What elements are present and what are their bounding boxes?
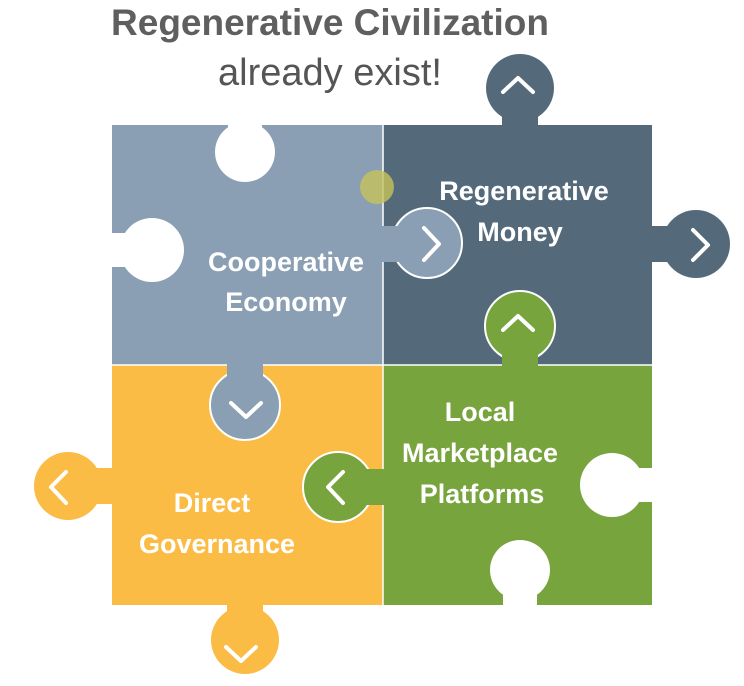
cooperative-label-line2: Economy — [225, 287, 347, 317]
money-label-line1: Regenerative — [439, 176, 609, 206]
marketplace-label-line3: Platforms — [420, 479, 545, 509]
money-label-line2: Money — [477, 217, 563, 247]
marketplace-label-line1: Local — [445, 397, 516, 427]
chevron-down-icon — [229, 401, 263, 419]
diagram-subtitle: already exist! — [218, 52, 442, 94]
chevron-up-icon — [501, 314, 535, 332]
tab-governance-left — [34, 452, 115, 520]
cooperative-label-line1: Cooperative — [208, 247, 364, 277]
tab-money-right — [645, 210, 730, 278]
governance-label-line1: Direct — [174, 488, 251, 518]
tab-governance-bottom — [211, 600, 279, 674]
puzzle-holes — [108, 120, 656, 610]
diagram-title: Regenerative Civilization — [111, 2, 549, 43]
chevron-right-icon — [422, 226, 441, 262]
cursor-highlight — [360, 170, 394, 204]
chevron-up-icon — [501, 76, 535, 94]
chevron-right-icon — [691, 228, 710, 262]
tab-money-top — [486, 54, 554, 130]
chevron-down-icon — [224, 645, 258, 663]
chevron-left-icon — [49, 470, 68, 505]
governance-label-line2: Governance — [139, 529, 295, 559]
marketplace-label-line2: Marketplace — [402, 438, 558, 468]
chevron-left-icon — [326, 470, 345, 505]
